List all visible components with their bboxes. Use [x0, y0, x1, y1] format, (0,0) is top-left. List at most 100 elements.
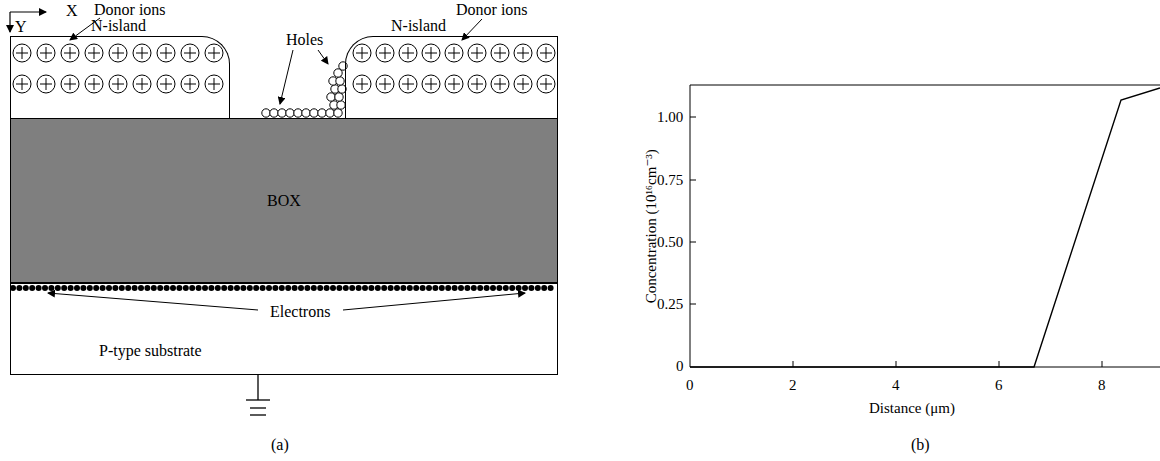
electron: [157, 285, 163, 291]
donor-ion: [61, 44, 79, 62]
electron: [477, 285, 483, 291]
electron: [125, 285, 131, 291]
electron: [426, 285, 432, 291]
donor-ion: [468, 44, 486, 62]
donor-ion: [491, 44, 509, 62]
donor-ion: [157, 75, 175, 93]
donor-ion: [205, 44, 223, 62]
concentration-curve: [690, 88, 1160, 367]
electron: [55, 285, 61, 291]
hole: [286, 109, 294, 117]
hole: [335, 93, 343, 101]
electron: [496, 285, 502, 291]
electron: [176, 285, 182, 291]
electron: [413, 285, 419, 291]
tick-label: 0.50: [657, 234, 683, 251]
tick: [793, 361, 794, 367]
electron: [368, 285, 374, 291]
donor-ion: [514, 44, 532, 62]
tick: [999, 361, 1000, 367]
donor-ion: [85, 75, 103, 93]
electron: [183, 285, 189, 291]
donor-ion: [133, 44, 151, 62]
electron: [253, 285, 259, 291]
tick: [1102, 361, 1103, 367]
donor-ion: [537, 75, 555, 93]
donor-ion: [181, 44, 199, 62]
donor-ion: [376, 44, 394, 62]
electron: [445, 285, 451, 291]
electron: [221, 285, 227, 291]
donor-ion: [353, 75, 371, 93]
tick-label: 0: [676, 358, 684, 375]
electron: [336, 285, 342, 291]
electron: [420, 285, 426, 291]
node-label: P-type substrate: [99, 342, 202, 360]
electron: [112, 285, 118, 291]
electron: [375, 285, 381, 291]
donor-ion: [181, 75, 199, 93]
electron: [490, 285, 496, 291]
electron: [285, 285, 291, 291]
electron: [106, 285, 112, 291]
electron: [458, 285, 464, 291]
ground-symbol: [246, 375, 270, 415]
electron: [170, 285, 176, 291]
hole: [262, 109, 270, 117]
axis-title: Concentration (10¹⁶cm⁻³): [643, 149, 660, 303]
electron: [138, 285, 144, 291]
buried-oxide: BOX: [10, 118, 558, 283]
electron: [503, 285, 509, 291]
electron: [311, 285, 317, 291]
donor-ion: [468, 75, 486, 93]
node-label: N-island: [91, 17, 146, 35]
chart-frame: [690, 85, 1160, 367]
electron: [80, 285, 86, 291]
donor-ion: [376, 75, 394, 93]
callout-label: Holes: [286, 31, 323, 49]
tick: [896, 361, 897, 367]
donor-ions: [13, 44, 555, 93]
donor-ion: [37, 75, 55, 93]
electron: [362, 285, 368, 291]
electron: [452, 285, 458, 291]
electron: [471, 285, 477, 291]
electron: [541, 285, 547, 291]
electron: [516, 285, 522, 291]
electron: [189, 285, 195, 291]
tick: [690, 304, 696, 305]
electron: [23, 285, 29, 291]
electron: [202, 285, 208, 291]
electron: [36, 285, 42, 291]
hole: [326, 109, 334, 117]
electron: [522, 285, 528, 291]
electron: [234, 285, 240, 291]
leader-line: [280, 50, 293, 104]
callout-label: Electrons: [270, 303, 330, 321]
panel-label: (b): [911, 436, 930, 454]
electron: [272, 285, 278, 291]
electron: [61, 285, 67, 291]
electron: [528, 285, 534, 291]
tick-label: 2: [789, 377, 797, 394]
electron: [381, 285, 387, 291]
electron: [93, 285, 99, 291]
electron: [42, 285, 48, 291]
tick: [690, 180, 696, 181]
x-axis-arrow: [10, 11, 46, 12]
electron: [509, 285, 515, 291]
node-label: BOX: [267, 192, 301, 210]
electron: [74, 285, 80, 291]
donor-ion: [422, 75, 440, 93]
donor-ion: [514, 75, 532, 93]
electron: [215, 285, 221, 291]
leader-line: [48, 293, 258, 310]
tick-label: 0.75: [657, 172, 683, 189]
electrons: [10, 285, 554, 291]
electron: [196, 285, 202, 291]
electron: [330, 285, 336, 291]
hole: [302, 109, 310, 117]
hole: [310, 109, 318, 117]
hole: [334, 109, 342, 117]
